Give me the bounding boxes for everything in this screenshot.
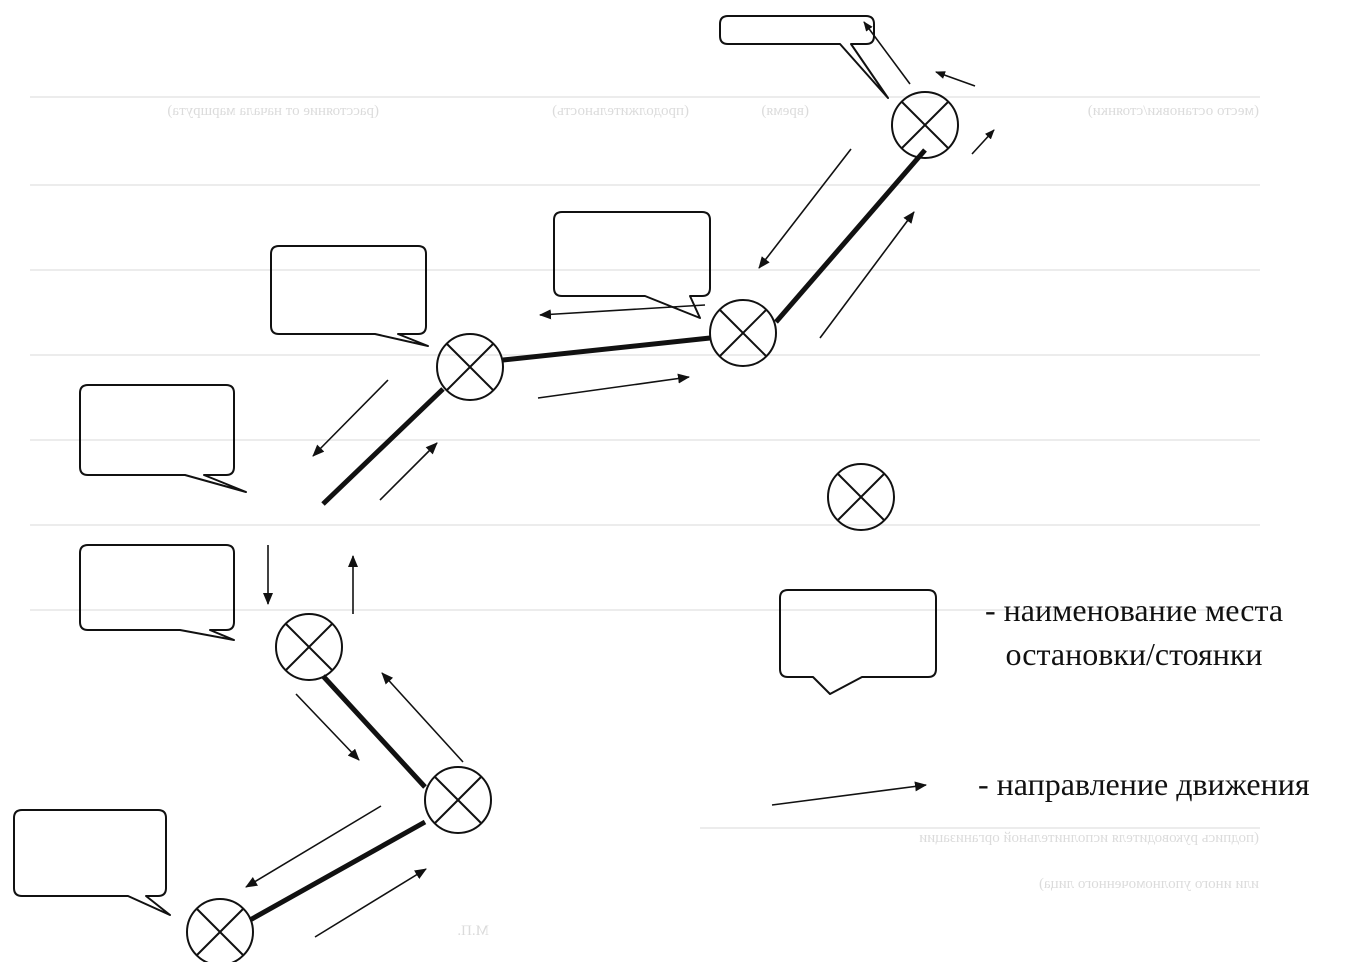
ghost-col-distance: (расстояние от начала маршрута) (167, 103, 379, 119)
ghost-footer-3: М.П. (457, 923, 489, 939)
ghost-background-table: (место остановки/стоянки) (время) (продо… (30, 96, 1260, 939)
arrow-icon (381, 672, 464, 763)
stop-marker-2 (709, 299, 777, 367)
legend-arrow-icon (771, 781, 927, 806)
ghost-footer-2: или иного уполномоченного лица) (1039, 876, 1259, 892)
ghost-col-duration: (продолжительность) (552, 103, 689, 119)
stop-markers (186, 91, 959, 962)
route-path (248, 148, 927, 923)
bubble-6 (13, 809, 171, 916)
stop-marker-5 (424, 766, 492, 834)
arrow-icon (758, 148, 852, 269)
ghost-footer-1: (подпись руководителя исполнительной орг… (919, 830, 1259, 846)
bubble-5 (79, 544, 235, 641)
legend-stop-label-line2: остановки/стоянки (1005, 636, 1263, 672)
stop-marker-6 (186, 898, 254, 962)
legend-stop-marker-icon (827, 463, 895, 531)
arrow-icon (539, 304, 706, 320)
bubble-4 (79, 384, 247, 493)
arrow-icon (312, 379, 389, 457)
legend-stop-label: - наименование места остановки/стоянки (985, 588, 1283, 676)
ghost-col-stop-name: (место остановки/стоянки) (1088, 103, 1259, 119)
arrow-icon (314, 868, 427, 938)
arrow-icon (245, 805, 382, 888)
bubble-3 (270, 245, 429, 347)
bubble-1 (719, 15, 889, 99)
direction-arrows (245, 21, 995, 938)
ghost-col-time: (время) (761, 103, 809, 119)
arrow-icon (863, 21, 911, 85)
bubble-2 (553, 211, 711, 319)
stop-marker-3 (436, 333, 504, 401)
arrow-icon (537, 373, 690, 399)
arrow-icon (935, 71, 976, 87)
arrow-icon (295, 693, 360, 761)
speech-bubbles (13, 15, 937, 916)
stop-marker-4 (275, 613, 343, 681)
stop-marker-1 (891, 91, 959, 159)
legend-direction-label: - направление движения (978, 766, 1310, 802)
legend-bubble-icon (779, 589, 937, 695)
arrow-icon (819, 211, 915, 339)
arrow-icon (971, 129, 995, 155)
arrow-icon (379, 442, 438, 501)
legend-stop-label-line1: - наименование места (985, 592, 1284, 628)
